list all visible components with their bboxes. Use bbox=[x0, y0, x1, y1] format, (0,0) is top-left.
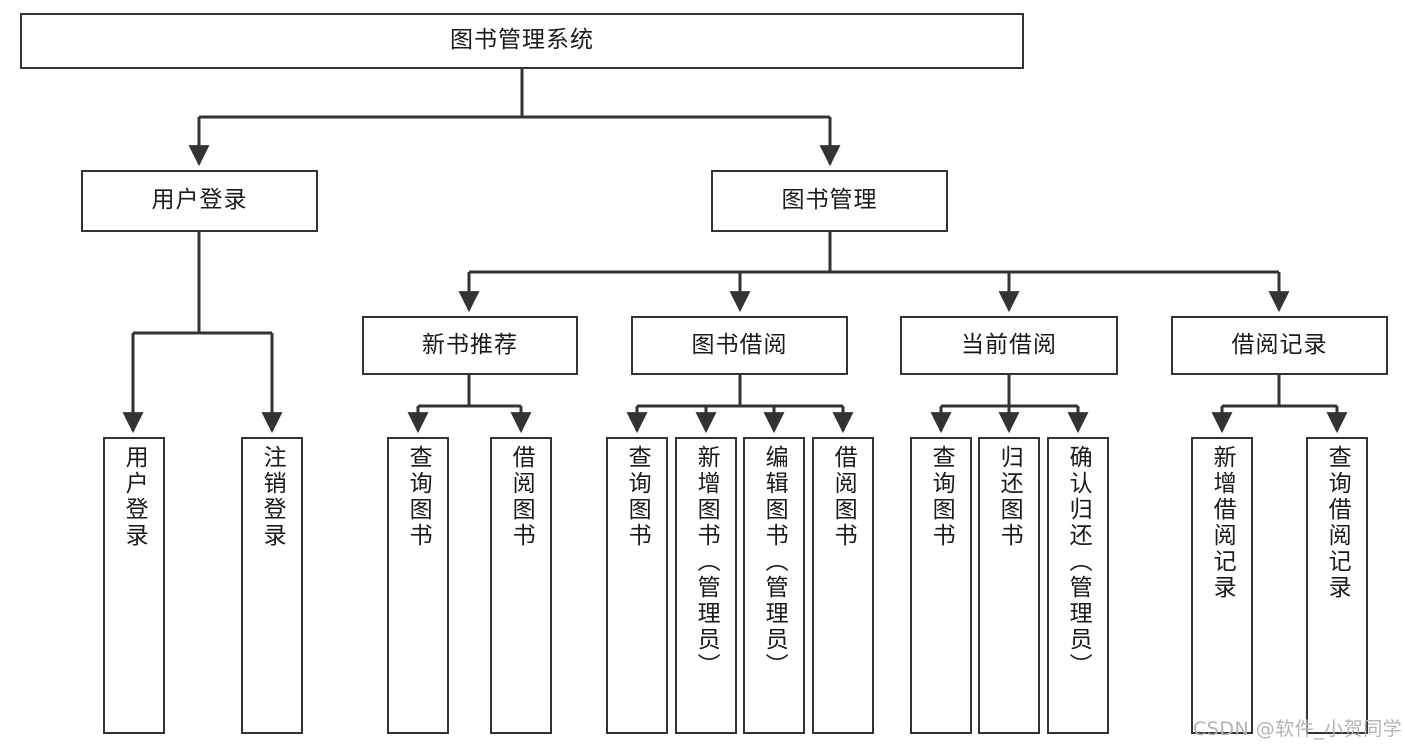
leaf-currentborrow-return-book[interactable]: 归还图书 bbox=[978, 437, 1040, 734]
leaf-currentborrow-query-book[interactable]: 查询图书 bbox=[910, 437, 972, 734]
leaf-borrowrecord-query-record[interactable]: 查询借阅记录 bbox=[1306, 437, 1368, 734]
leaf-user-login-signout[interactable]: 注销登录 bbox=[241, 437, 303, 734]
leaf-newbook-borrow-book[interactable]: 借阅图书 bbox=[490, 437, 552, 734]
node-label: 当前借阅 bbox=[961, 331, 1057, 358]
node-label: 新增图书（管理员） bbox=[693, 445, 720, 679]
node-label: 借阅图书 bbox=[830, 445, 857, 549]
node-label: 新书推荐 bbox=[422, 331, 518, 358]
node-user-login[interactable]: 用户登录 bbox=[81, 170, 318, 232]
node-label: 图书借阅 bbox=[691, 331, 788, 358]
node-label: 查询图书 bbox=[405, 445, 432, 549]
leaf-bookborrow-borrow-book[interactable]: 借阅图书 bbox=[812, 437, 874, 734]
leaf-bookborrow-edit-book-admin[interactable]: 编辑图书（管理员） bbox=[743, 437, 805, 734]
node-label: 确认归还（管理员） bbox=[1065, 445, 1092, 679]
node-label: 归还图书 bbox=[996, 445, 1023, 549]
node-current-borrow[interactable]: 当前借阅 bbox=[900, 316, 1118, 375]
node-label: 借阅图书 bbox=[508, 445, 535, 549]
node-label: 查询借阅记录 bbox=[1324, 445, 1351, 601]
node-new-book-recommend[interactable]: 新书推荐 bbox=[362, 316, 578, 375]
leaf-bookborrow-add-book-admin[interactable]: 新增图书（管理员） bbox=[675, 437, 737, 734]
node-label: 注销登录 bbox=[259, 445, 286, 549]
node-label: 借阅记录 bbox=[1231, 331, 1328, 358]
node-book-management[interactable]: 图书管理 bbox=[711, 170, 948, 232]
node-book-borrow[interactable]: 图书借阅 bbox=[631, 316, 848, 375]
node-root-library-system[interactable]: 图书管理系统 bbox=[20, 13, 1024, 69]
node-label: 查询图书 bbox=[624, 445, 651, 549]
leaf-user-login-signin[interactable]: 用户登录 bbox=[103, 437, 165, 734]
leaf-newbook-query-book[interactable]: 查询图书 bbox=[387, 437, 449, 734]
node-label: 新增借阅记录 bbox=[1209, 445, 1236, 601]
node-label: 图书管理 bbox=[781, 187, 878, 214]
leaf-bookborrow-query-book[interactable]: 查询图书 bbox=[606, 437, 668, 734]
node-label: 图书管理系统 bbox=[450, 27, 594, 54]
node-label: 查询图书 bbox=[928, 445, 955, 549]
csdn-watermark: CSDN @软件_小贺同学 bbox=[1193, 718, 1403, 740]
node-label: 用户登录 bbox=[151, 187, 248, 214]
node-borrow-record[interactable]: 借阅记录 bbox=[1171, 316, 1388, 375]
leaf-currentborrow-confirm-return-admin[interactable]: 确认归还（管理员） bbox=[1047, 437, 1109, 734]
leaf-borrowrecord-add-record[interactable]: 新增借阅记录 bbox=[1191, 437, 1253, 734]
node-label: 用户登录 bbox=[121, 445, 148, 549]
node-label: 编辑图书（管理员） bbox=[761, 445, 788, 679]
